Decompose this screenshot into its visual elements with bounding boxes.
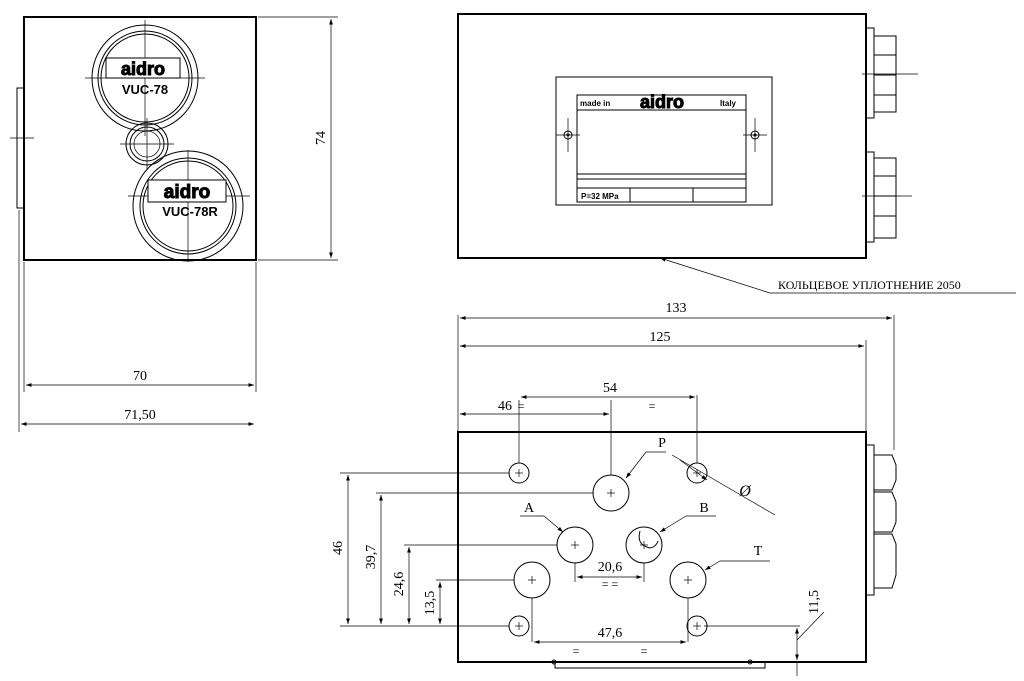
equal-mark-47-6-right: = (641, 644, 648, 658)
dimension-46-horizontal: 46 = (460, 399, 609, 416)
dim-11-5-text: 11,5 (807, 590, 822, 614)
diameter-callout: Ø (671, 454, 776, 516)
dim-20-6-text: 20,6 (598, 560, 623, 575)
logo-box-top (105, 57, 181, 79)
dim-70-text: 70 (133, 369, 147, 384)
port-label-b: B (659, 501, 716, 533)
cartridge-bottom: aidro VUC-78R (128, 150, 250, 262)
port-p-text: P (658, 436, 666, 451)
model-label-top: VUC-78 (122, 82, 168, 97)
dimension-24-6: 24,6 (392, 547, 411, 624)
dimension-71-50: 71,50 (18, 210, 254, 432)
top-fitting-lower (862, 151, 912, 243)
dimension-74: 74 (258, 16, 338, 261)
middle-fitting (120, 118, 174, 170)
port-t-text: T (754, 544, 763, 559)
dimension-13-5: 13,5 (423, 582, 442, 624)
dimension-47-6: 47,6 = = (534, 626, 686, 658)
dimension-133: 133 (460, 301, 892, 320)
dim-133-text: 133 (666, 301, 687, 316)
front-side-flange (16, 87, 25, 209)
port-holes (508, 462, 708, 637)
plate-country: Italy (720, 99, 737, 108)
dimension-54: 54 = (521, 381, 695, 413)
port-b-text: B (699, 501, 708, 516)
top-fitting-upper (862, 27, 918, 119)
dim-46-v-text: 46 (331, 541, 346, 555)
dim-24-6-text: 24,6 (392, 572, 407, 597)
dimension-20-6: 20,6 = = (577, 560, 642, 591)
equal-mark-20-6: = = (602, 577, 619, 591)
cartridge-top: aidro VUC-78 (85, 20, 205, 136)
seal-label: КОЛЬЦЕВОЕ УПЛОТНЕНИЕ 2050 (778, 278, 961, 292)
dimension-125: 125 (460, 330, 864, 348)
plate-pressure: P=32 MPa (581, 192, 619, 201)
logo-box-bottom (147, 179, 227, 203)
top-view: made in aidro Italy P=32 MPa (457, 13, 1016, 294)
dim-74-text: 74 (314, 131, 329, 145)
dim-13-5-text: 13,5 (423, 591, 438, 616)
dimension-11-5: 11,5 (795, 590, 825, 676)
model-label-bottom: VUC-78R (162, 204, 218, 219)
port-label-p: P (625, 436, 666, 479)
plate-made-in: made in (580, 99, 610, 108)
dim-54-text: 54 (603, 381, 617, 396)
plate-brand: aidro (640, 92, 684, 112)
dim-46-h-text: 46 (498, 399, 512, 414)
port-label-a: A (520, 501, 564, 533)
dim-71-50-text: 71,50 (124, 408, 156, 423)
port-label-t: T (704, 544, 770, 571)
top-body (457, 13, 867, 259)
dim-125-text: 125 (650, 330, 671, 345)
seal-callout: КОЛЬЦЕВОЕ УПЛОТНЕНИЕ 2050 (659, 257, 1016, 294)
nameplate: made in aidro Italy P=32 MPa (555, 76, 773, 206)
logo-aidro-top: aidro (121, 59, 165, 79)
port-a-text: A (524, 501, 535, 516)
diameter-symbol: Ø (738, 483, 752, 500)
front-body (23, 16, 257, 261)
dim-47-6-text: 47,6 (598, 626, 623, 641)
extension-lines-left (340, 315, 895, 642)
bottom-fitting (865, 444, 897, 596)
bottom-foot (554, 661, 766, 669)
equal-mark-54: = (649, 399, 656, 413)
front-view: aidro VUC-78 aidro VUC-78R 74 (10, 16, 338, 432)
equal-mark-46: = (518, 399, 525, 413)
bottom-view: 133 125 54 = 46 = 46 39,7 (331, 301, 897, 676)
dim-39-7-text: 39,7 (364, 545, 379, 570)
dimension-39-7: 39,7 (364, 495, 383, 624)
dimension-46-vertical: 46 (331, 475, 350, 624)
equal-mark-47-6-left: = (573, 644, 580, 658)
dimension-70: 70 (23, 262, 257, 392)
logo-aidro-bottom: aidro (164, 182, 210, 203)
